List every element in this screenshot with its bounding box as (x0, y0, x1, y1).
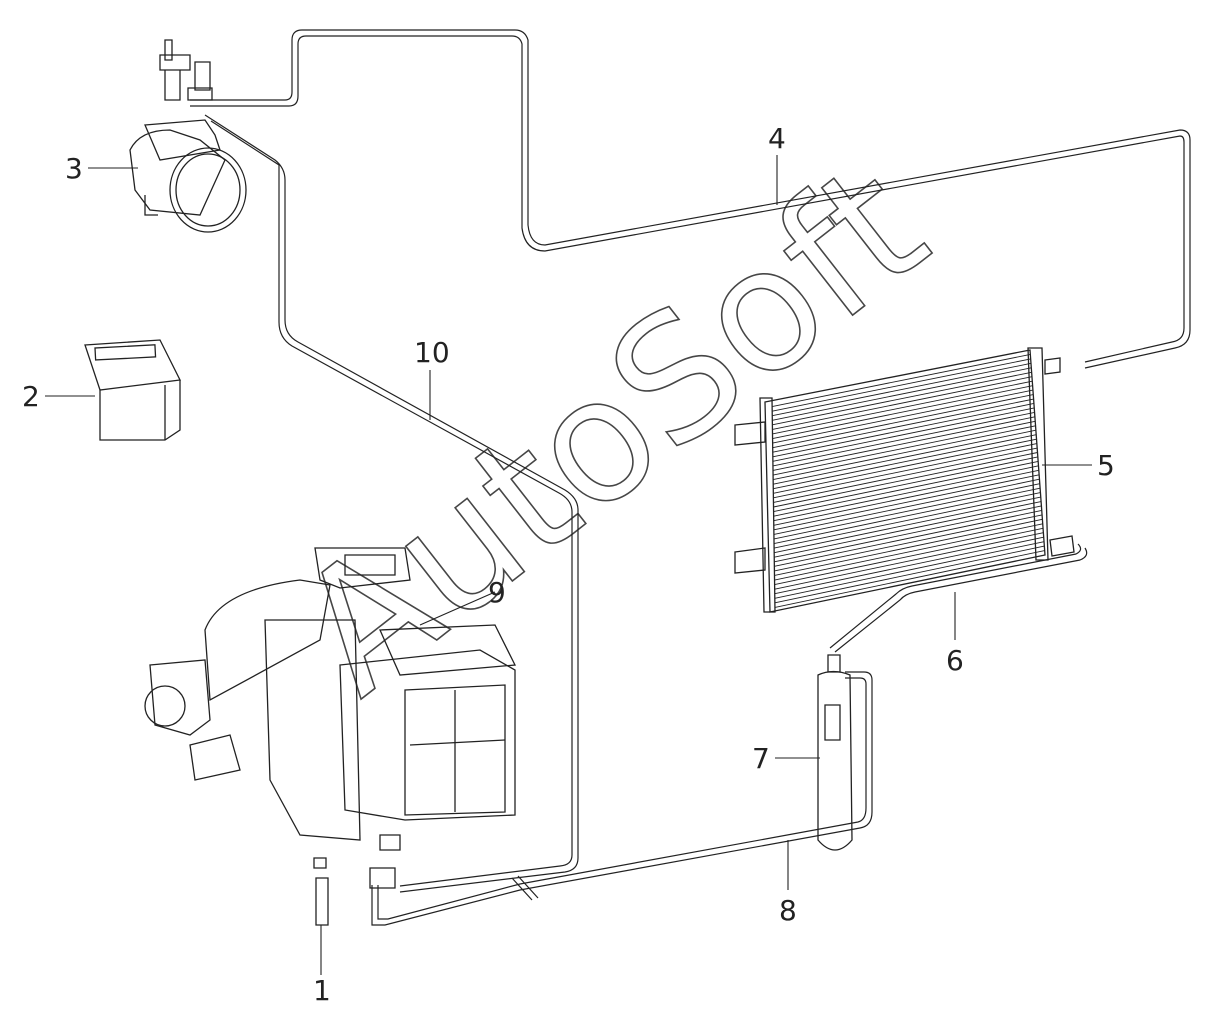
condenser-fin (774, 523, 1043, 581)
hvac-unit (144, 547, 517, 889)
condenser-fin (773, 452, 1038, 508)
condenser-fin (772, 416, 1035, 471)
condenser-fin (773, 478, 1040, 535)
pipe-6 (829, 543, 1088, 653)
fitting-part-1 (313, 857, 329, 975)
condenser-fin (773, 456, 1038, 513)
condenser-fin (772, 411, 1035, 467)
condenser-fin (772, 376, 1033, 430)
callout-6: 6 (946, 644, 964, 677)
condenser-fin (774, 501, 1042, 558)
pipe-8 (371, 671, 873, 926)
condenser-fin (774, 509, 1042, 567)
callout-4: 4 (768, 122, 786, 155)
condenser-fin (773, 425, 1036, 481)
condenser-fin (774, 545, 1045, 604)
control-unit (45, 339, 181, 441)
condenser-fin (772, 362, 1032, 417)
condenser-fin (772, 398, 1034, 453)
condenser-fin (772, 407, 1035, 462)
condenser-fin (773, 447, 1038, 503)
condenser-fin (772, 394, 1034, 449)
condenser-fin (774, 532, 1044, 590)
condenser (734, 347, 1092, 613)
receiver-drier (775, 654, 853, 851)
condenser-fin (772, 358, 1031, 412)
callout-10: 10 (414, 336, 450, 369)
condenser-fin (774, 514, 1043, 572)
condenser-fin (773, 487, 1041, 544)
condenser-fin (772, 385, 1033, 439)
callout-9: 9 (488, 576, 506, 609)
compressor (88, 39, 247, 233)
condenser-fin (771, 354, 1031, 408)
condenser-fin (774, 505, 1042, 563)
condenser-fin (774, 496, 1041, 554)
condenser-fin (772, 403, 1035, 458)
condenser-fin (773, 474, 1040, 531)
pipe-10 (204, 114, 579, 893)
callout-3: 3 (65, 152, 83, 185)
watermark-text: AutoSoft (263, 127, 960, 733)
condenser-fins (771, 354, 1045, 608)
callout-5: 5 (1097, 449, 1115, 482)
condenser-fin (772, 367, 1032, 421)
watermark: AutoSoft (263, 126, 962, 733)
condenser-fin (773, 465, 1039, 522)
condenser-fin (773, 460, 1039, 517)
pipe-4 (190, 29, 1191, 369)
condenser-fin (773, 492, 1041, 549)
callout-2: 2 (22, 380, 40, 413)
condenser-fin (773, 443, 1037, 499)
callout-8: 8 (779, 894, 797, 927)
condenser-fin (773, 429, 1036, 485)
condenser-fin (773, 483, 1040, 540)
condenser-fin (773, 469, 1039, 526)
condenser-fin (774, 527, 1044, 586)
callout-7: 7 (752, 742, 770, 775)
condenser-fin (774, 536, 1044, 595)
condenser-fin (774, 541, 1045, 599)
condenser-fin (772, 420, 1036, 476)
condenser-fin (773, 434, 1037, 490)
condenser-fin (773, 438, 1037, 494)
condenser-fin (774, 518, 1043, 576)
callout-1: 1 (313, 974, 331, 1007)
condenser-fin (772, 380, 1033, 435)
condenser-fin (772, 371, 1032, 426)
condenser-fin (772, 389, 1034, 444)
condenser-fin (774, 550, 1045, 608)
